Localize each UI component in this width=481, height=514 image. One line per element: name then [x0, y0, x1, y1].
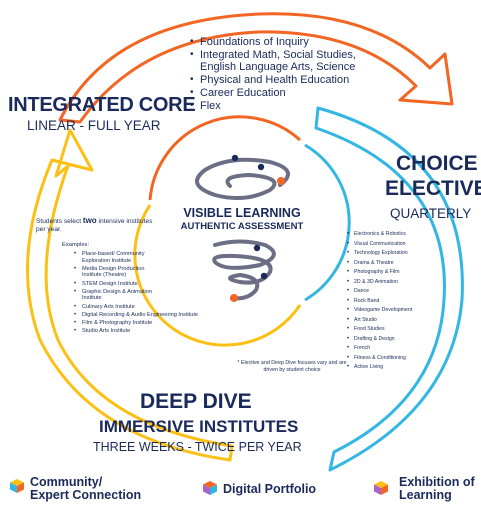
- swirl-orange-dot-2: [230, 294, 238, 302]
- list-item: Graphic Design & Animation Institute: [74, 289, 164, 302]
- integrated-core-list: Foundations of Inquiry Integrated Math, …: [190, 36, 360, 113]
- list-item: Media Design Production Institute (Theat…: [74, 266, 164, 279]
- deep-dive-title: DEEP DIVE: [140, 390, 252, 413]
- deep-dive-intro: Students select two intensive institutes…: [36, 217, 156, 234]
- deep-dive-arrow: [26, 128, 234, 462]
- integrated-core-title: INTEGRATED CORE: [8, 94, 196, 116]
- list-item: Food Studies: [347, 325, 457, 335]
- integrated-core-subtitle: LINEAR - FULL YEAR: [27, 118, 161, 133]
- list-item: Digital Recording & Audio Engineering In…: [74, 312, 232, 319]
- portfolio-label: Digital Portfolio: [223, 482, 317, 496]
- deep-dive-intro-post: intensive institutes per year.: [36, 218, 153, 233]
- portfolio-cube-icon: [203, 481, 217, 495]
- list-item: STEM Design Institute: [74, 281, 164, 288]
- choice-electives-subtitle: QUARTERLY: [390, 206, 472, 221]
- community-label-1: Community/: [30, 475, 103, 489]
- list-item: French: [347, 344, 457, 354]
- center-ring-orange: [148, 115, 302, 201]
- exhibition-label-2: Learning: [399, 488, 452, 502]
- center-subtitle: AUTHENTIC ASSESSMENT: [180, 221, 304, 232]
- deep-dive-subtitle-1: IMMERSIVE INSTITUTES: [99, 417, 299, 436]
- deep-dive-examples-list: Place-based/ Community Exploration Insti…: [74, 251, 198, 336]
- list-item: 2D & 3D Animation: [347, 278, 457, 288]
- center-ring-cyan: [304, 143, 351, 302]
- list-item: Videogame Development: [347, 306, 457, 316]
- list-item: Drafting & Design: [347, 335, 457, 345]
- center-title: VISIBLE LEARNING: [183, 206, 301, 220]
- list-item: Dance: [347, 287, 457, 297]
- swirl-navy-dot-2: [257, 163, 265, 171]
- list-item: Fitness & Conditioning: [347, 354, 457, 364]
- swirl-navy-dot-4: [260, 272, 268, 280]
- list-item: Art Studio: [347, 316, 457, 326]
- list-item: Active Living: [347, 363, 457, 373]
- list-item: Place-based/ Community Exploration Insti…: [74, 251, 164, 264]
- list-item: Foundations of Inquiry: [190, 36, 360, 48]
- exhibition-cube-icon: [374, 481, 388, 495]
- choice-electives-title-1: CHOICE: [396, 152, 478, 175]
- list-item: Physical and Health Education: [190, 74, 360, 86]
- list-item: Flex: [190, 100, 360, 112]
- swirl-navy-dot-3: [253, 244, 261, 252]
- community-label-2: Expert Connection: [30, 488, 142, 502]
- integrated-core-arrow: [58, 12, 454, 124]
- list-item: Culinary Arts Institute: [74, 304, 164, 311]
- choice-electives-title-2: ELECTIVES: [385, 177, 481, 200]
- swirl-navy-dot-1: [231, 154, 239, 162]
- deep-dive-intro-bold: two: [82, 216, 97, 225]
- choice-electives-list: Electronics & Robotics Visual Communicat…: [347, 230, 457, 373]
- swirl-icon: [195, 157, 290, 201]
- list-item: Rock Band: [347, 297, 457, 307]
- list-item: Integrated Math, Social Studies, English…: [190, 49, 360, 73]
- exhibition-label-1: Exhibition of: [399, 475, 475, 489]
- list-item: Visual Communication: [347, 240, 457, 250]
- list-item: Studio Arts Institute: [74, 328, 232, 335]
- swirl-orange-dot: [277, 177, 285, 185]
- community-cube-icon: [10, 479, 24, 493]
- list-item: Technology Exploration: [347, 249, 457, 259]
- deep-dive-intro-pre: Students select: [36, 218, 83, 225]
- deep-dive-examples-label: Examples:: [62, 242, 90, 248]
- list-item: Film & Photography Institute: [74, 320, 232, 327]
- list-item: Photography & Film: [347, 268, 457, 278]
- deep-dive-subtitle-2: THREE WEEKS - TWICE PER YEAR: [93, 440, 302, 454]
- list-item: Career Education: [190, 87, 360, 99]
- list-item: Electronics & Robotics: [347, 230, 457, 240]
- list-item: Drama & Theatre: [347, 259, 457, 269]
- choice-electives-arrow: [314, 106, 464, 472]
- deep-dive-note: * Elective and Deep Dive focuses vary an…: [237, 360, 347, 373]
